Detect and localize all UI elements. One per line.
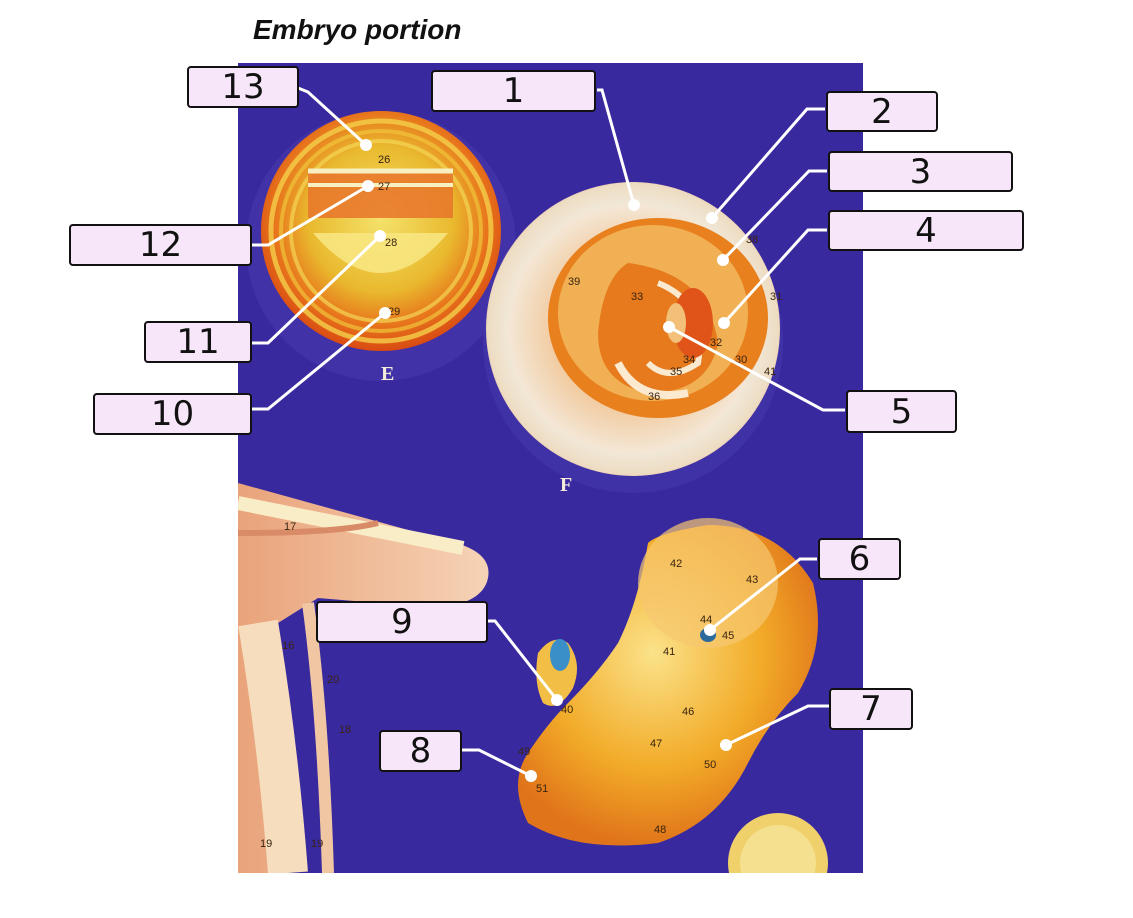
- svg-text:50: 50: [704, 759, 716, 771]
- svg-text:35: 35: [670, 366, 682, 378]
- svg-text:34: 34: [683, 354, 695, 366]
- svg-text:49: 49: [518, 746, 530, 758]
- svg-text:32: 32: [710, 337, 722, 349]
- svg-text:30: 30: [735, 354, 747, 366]
- svg-text:17: 17: [284, 521, 296, 533]
- svg-text:41: 41: [663, 646, 675, 658]
- embryo-model-photo: 26 27 28 29 E 39 33 38 31 32 34 30 35 36…: [238, 63, 863, 873]
- svg-text:41: 41: [764, 366, 776, 378]
- svg-text:19: 19: [311, 838, 323, 850]
- label-box-7[interactable]: 7: [829, 688, 913, 730]
- svg-text:E: E: [381, 363, 394, 385]
- svg-text:42: 42: [670, 558, 682, 570]
- svg-text:29: 29: [388, 306, 400, 318]
- label-box-5[interactable]: 5: [846, 390, 957, 433]
- svg-text:36: 36: [648, 391, 660, 403]
- svg-text:28: 28: [385, 237, 397, 249]
- label-box-12[interactable]: 12: [69, 224, 252, 266]
- label-box-11[interactable]: 11: [144, 321, 252, 363]
- label-box-1[interactable]: 1: [431, 70, 596, 112]
- svg-text:20: 20: [327, 674, 339, 686]
- svg-text:31: 31: [770, 291, 782, 303]
- page-title: Embryo portion: [253, 14, 462, 45]
- label-box-4[interactable]: 4: [828, 210, 1024, 251]
- svg-text:18: 18: [339, 724, 351, 736]
- svg-text:44: 44: [700, 614, 712, 626]
- svg-text:51: 51: [536, 783, 548, 795]
- svg-text:33: 33: [631, 291, 643, 303]
- svg-text:43: 43: [746, 574, 758, 586]
- label-box-3[interactable]: 3: [828, 151, 1013, 192]
- label-box-10[interactable]: 10: [93, 393, 252, 435]
- svg-text:40: 40: [561, 704, 573, 716]
- svg-text:F: F: [560, 474, 572, 496]
- svg-text:26: 26: [378, 154, 390, 166]
- svg-text:47: 47: [650, 738, 662, 750]
- svg-text:19: 19: [260, 838, 272, 850]
- svg-text:27: 27: [378, 181, 390, 193]
- svg-text:45: 45: [722, 630, 734, 642]
- svg-text:16: 16: [282, 640, 294, 652]
- label-box-13[interactable]: 13: [187, 66, 299, 108]
- svg-text:38: 38: [746, 234, 758, 246]
- label-box-2[interactable]: 2: [826, 91, 938, 132]
- svg-text:39: 39: [568, 276, 580, 288]
- label-box-8[interactable]: 8: [379, 730, 462, 772]
- svg-text:48: 48: [654, 824, 666, 836]
- label-box-6[interactable]: 6: [818, 538, 901, 580]
- label-box-9[interactable]: 9: [316, 601, 488, 643]
- svg-text:46: 46: [682, 706, 694, 718]
